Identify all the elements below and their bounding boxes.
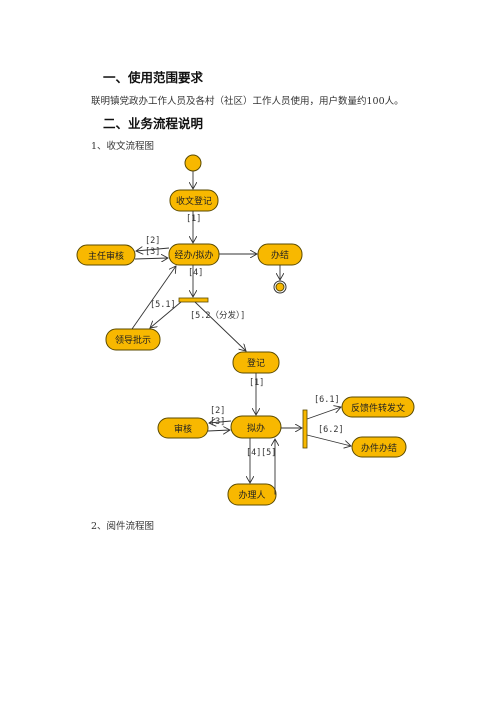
- node-register-label: 登记: [247, 358, 265, 369]
- subsection-read-flow-title: 2、阅件流程图: [91, 521, 155, 532]
- edge-handle-to-director: [136, 248, 170, 251]
- edge-label-5-1: [5.1]: [150, 300, 176, 310]
- edge-label-d2-6-1: [6.1]: [314, 395, 340, 405]
- node-handle-report: [168, 243, 220, 266]
- node-receive-register: [169, 189, 219, 212]
- edge-fork-to-leader: [150, 301, 182, 328]
- edge-fork-to-finish: [306, 434, 351, 446]
- node-leader-instruct: [105, 328, 161, 351]
- node-finish-label: 办件办结: [361, 442, 397, 454]
- node-feedback: [341, 396, 415, 418]
- start-node: [184, 154, 202, 172]
- node-done-label: 办结: [271, 249, 289, 261]
- edge-label-d2-2: [2]: [210, 406, 225, 416]
- node-handler: [227, 483, 277, 506]
- node-receive-register-label: 收文登记: [176, 195, 212, 207]
- node-review-label: 审核: [174, 423, 192, 435]
- edge-report-to-review: [209, 421, 232, 423]
- node-review: [157, 417, 209, 439]
- edge-label-d2-3: [3]: [210, 417, 225, 427]
- edge-label-d2-1: [1]: [249, 378, 264, 388]
- edge-label-3: [3]: [145, 247, 160, 257]
- section-1-heading: 一、使用范围要求: [103, 70, 204, 85]
- receive-flow-diagram: 收文登记 [1] 经办/拟办 主任审核 [2] [3] 办结 [4] 领导批示 …: [76, 154, 303, 351]
- edge-director-to-handle: [134, 258, 168, 259]
- node-report: [230, 415, 282, 439]
- node-report-label: 拟办: [247, 422, 265, 434]
- end-node-inner: [275, 282, 285, 292]
- edge-fork-to-feedback: [306, 407, 341, 420]
- subsection-receive-flow-title: 1、收文流程图: [91, 141, 155, 152]
- edge-review-to-report: [207, 430, 230, 431]
- edge-fork-to-dispatch: [194, 301, 246, 351]
- node-handle-report-label: 经办/拟办: [174, 249, 213, 261]
- section-1-text: 联明镇党政办工作人员及各村（社区）工作人员使用，用户数量约100人。: [91, 96, 404, 107]
- edge-leader-to-handle: [131, 266, 176, 330]
- node-director-review: [76, 244, 136, 266]
- node-feedback-label: 反馈件转发文: [351, 402, 405, 414]
- edge-label-5-2: [5.2（分发）]: [190, 310, 245, 321]
- edge-handler-to-report: [275, 439, 276, 495]
- edge-label-2: [2]: [145, 236, 160, 246]
- node-finish: [351, 436, 407, 458]
- fork-bar-1: [178, 297, 209, 303]
- section-2-heading: 二、业务流程说明: [103, 116, 204, 131]
- dispatch-flow-diagram: 登记 [1] 拟办 审核 [2] [3] 反馈件转发文 办件办结 [6.1] […: [157, 351, 415, 506]
- end-node-outer: [273, 280, 287, 294]
- edge-label-4: [4]: [188, 268, 203, 278]
- node-director-review-label: 主任审核: [88, 250, 124, 262]
- edge-label-d2-6-2: [6.2]: [318, 425, 344, 435]
- node-leader-instruct-label: 领导批示: [115, 334, 151, 346]
- node-handler-label: 办理人: [238, 489, 265, 501]
- edge-label-1: [1]: [186, 214, 201, 224]
- fork-bar-2: [302, 409, 308, 449]
- edge-label-d2-4: [4]: [246, 448, 261, 458]
- edge-label-d2-5: [5]: [261, 448, 276, 458]
